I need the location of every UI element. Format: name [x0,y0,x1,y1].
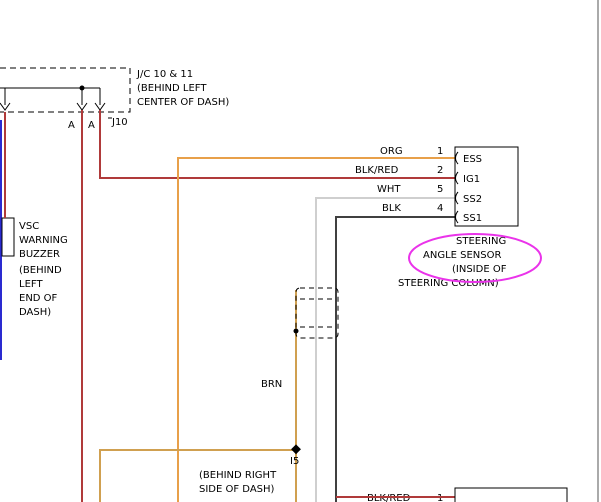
wire-wht-ss2 [315,197,455,502]
junction-i5-location-1: (BEHIND RIGHT [199,470,277,481]
bottom-connector [454,487,568,502]
wire-label-blkred: BLK/RED [355,165,399,176]
sensor-pin-ig1: IG1 [463,174,480,185]
buzzer-label-2: WARNING [19,235,68,246]
pin-bracket-ss2 [455,191,459,205]
sensor-location-1: (INSIDE OF [452,264,507,275]
sensor-location-2: STEERING COLUMN) [398,278,499,289]
pin-2: 2 [437,165,443,176]
jc-connector-label: J10 [111,117,128,128]
wire-blk-ss1 [335,216,455,502]
jc-location-2: CENTER OF DASH) [137,97,229,108]
buzzer-label-3: BUZZER [19,249,60,260]
highlight-circle [408,233,542,283]
pin-bracket-ss1 [455,210,459,224]
pin-bracket-ig1 [455,171,459,185]
jc-pin-a2-label: A [88,120,95,131]
sensor-pin-ess: ESS [463,154,482,165]
buzzer-location-1: (BEHIND [19,265,62,276]
sensor-title-1: STEERING [456,236,506,247]
shield-ground-dot [293,328,299,334]
jc-dashed-box [0,67,131,113]
buzzer-body [1,217,15,257]
wire-label-wht: WHT [377,184,401,195]
buzzer-location-3: END OF [19,293,58,304]
wire-blkred-ig1 [99,110,455,179]
wire-brn-bottom [99,449,296,502]
jc-pin-chevron-left [0,102,11,111]
sensor-pin-ss2: SS2 [463,194,482,205]
buzzer-location-4: DASH) [19,307,51,318]
jc-pin-a1-label: A [68,120,75,131]
jc-title: J/C 10 & 11 [136,69,193,80]
junction-i5-id: I5 [290,456,299,467]
pin-1: 1 [437,146,443,157]
sensor-connector [454,146,519,227]
wire-org-ess [177,157,455,502]
sensor-pin-ss1: SS1 [463,213,482,224]
wire-label-blk: BLK [382,203,401,214]
jc-location-1: (BEHIND LEFT [137,83,207,94]
pin-bracket-ess [455,151,459,165]
junction-i5-location-2: SIDE OF DASH) [199,484,275,495]
splice-i5 [291,444,301,455]
sensor-title-2: ANGLE SENSOR [423,250,502,261]
pin-4: 4 [437,203,443,214]
wire-label-org: ORG [380,146,403,157]
pin-5: 5 [437,184,443,195]
wire-label-brn: BRN [261,379,282,390]
buzzer-location-2: LEFT [19,279,43,290]
buzzer-label-1: VSC [19,221,39,232]
